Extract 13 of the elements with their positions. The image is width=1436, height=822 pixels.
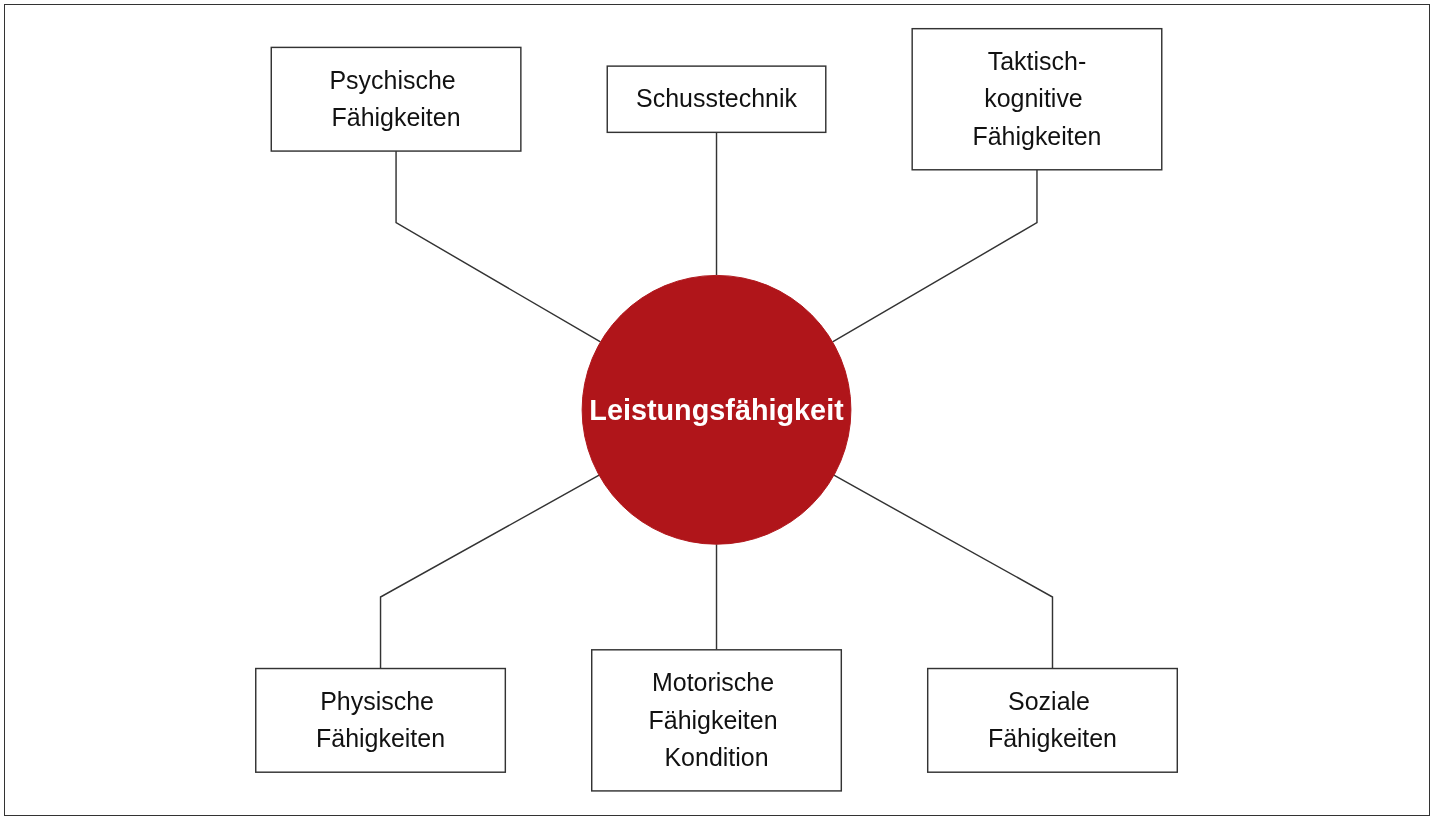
node-box: Taktisch-kognitive Fähigkeiten — [911, 28, 1163, 171]
connector — [833, 474, 1054, 670]
node-box: Physische Fähigkeiten — [255, 668, 507, 774]
node-circle: Leistungsfähigkeit — [582, 275, 852, 545]
connector — [380, 474, 601, 670]
node-box: Schusstechnik — [607, 65, 827, 134]
node-box: Motorische Fähigkeiten Kondition — [591, 649, 843, 792]
connector — [832, 169, 1039, 343]
node-box: Psychische Fähigkeiten — [271, 46, 523, 152]
connector — [716, 131, 718, 277]
connector — [716, 543, 718, 651]
node-box: Soziale Fähigkeiten — [927, 668, 1179, 774]
connector — [395, 150, 602, 343]
